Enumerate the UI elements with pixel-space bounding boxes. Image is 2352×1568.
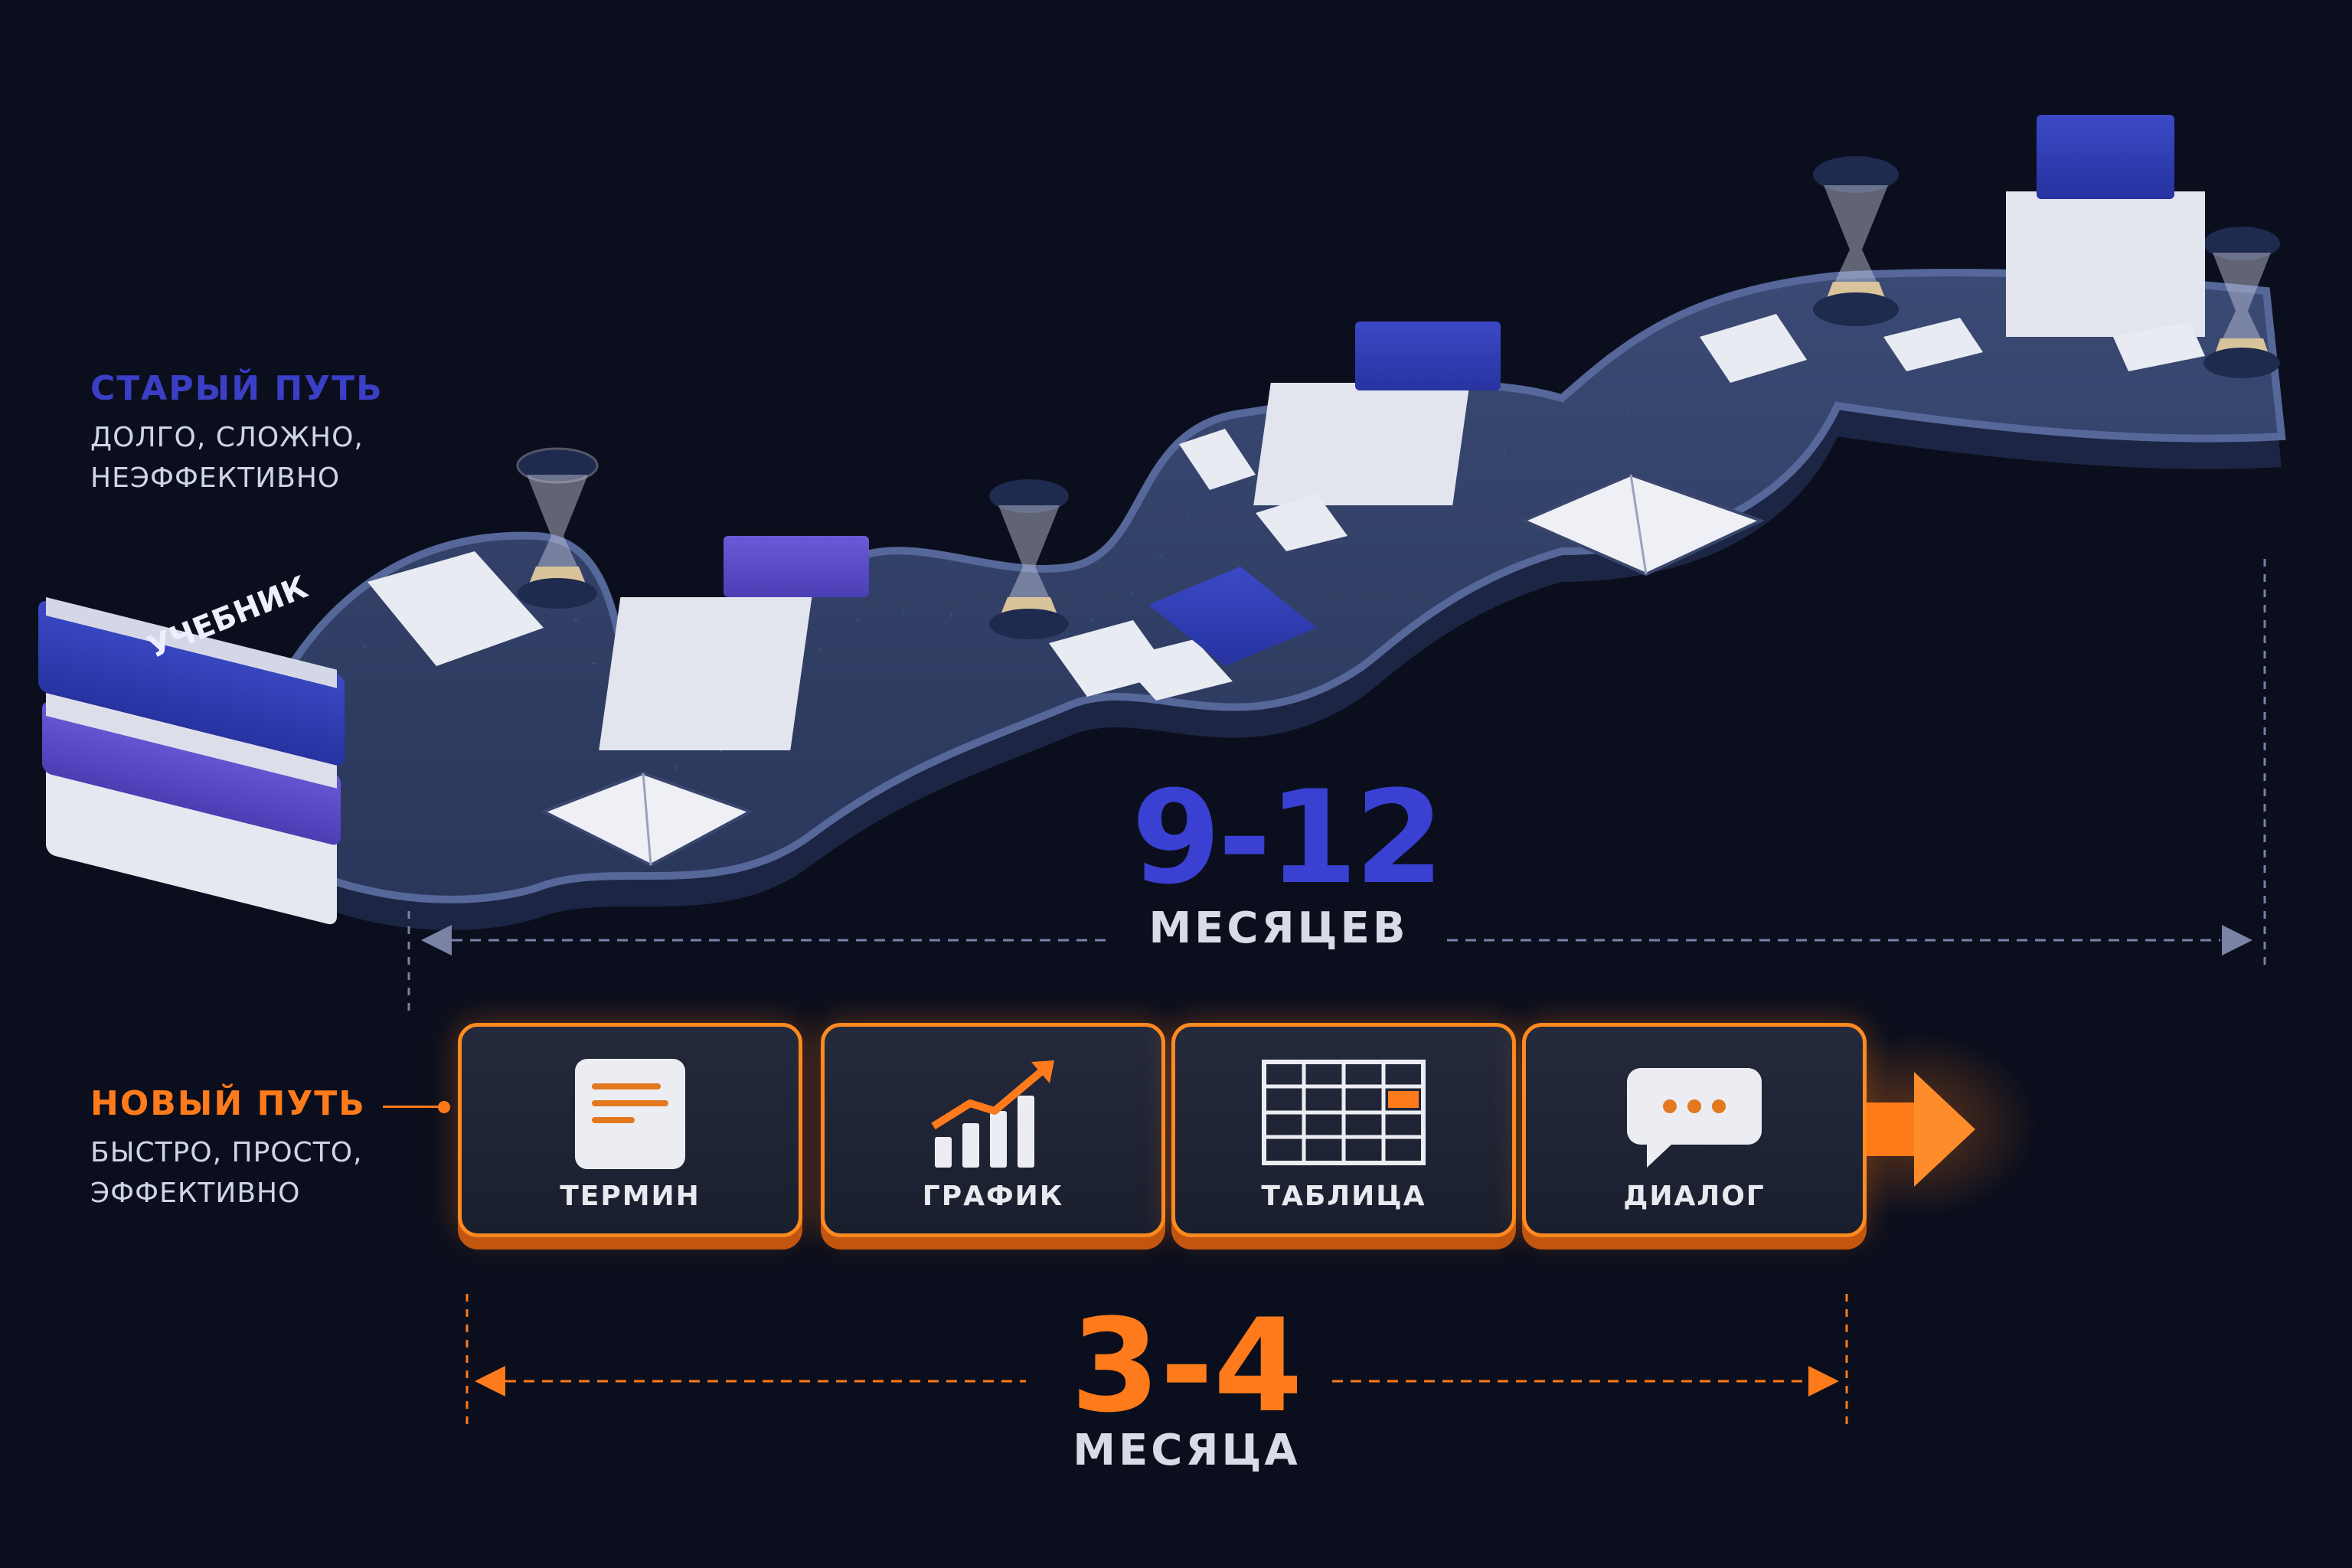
new-path-subtitle: БЫСТРО, ПРОСТО, ЭФФЕКТИВНО bbox=[90, 1133, 366, 1213]
step-card-term: ТЕРМИН bbox=[458, 1023, 802, 1237]
old-path-subtitle: ДОЛГО, СЛОЖНО, НЕЭФФЕКТИВНО bbox=[90, 418, 384, 498]
open-book bbox=[1519, 472, 1766, 577]
new-path-label: НОВЫЙ ПУТЬ БЫСТРО, ПРОСТО, ЭФФЕКТИВНО bbox=[90, 1084, 366, 1214]
new-duration-arrow bbox=[466, 1294, 1848, 1432]
old-duration-arrow bbox=[407, 559, 2266, 1011]
hourglass-icon bbox=[516, 447, 599, 609]
hourglass-icon bbox=[989, 479, 1069, 639]
new-path-connector-line bbox=[383, 1106, 441, 1108]
new-path-title: НОВЫЙ ПУТЬ bbox=[90, 1084, 366, 1123]
hourglass-icon bbox=[2203, 227, 2280, 378]
table-icon bbox=[1262, 1060, 1426, 1165]
new-path-subtitle-line1: БЫСТРО, ПРОСТО, bbox=[90, 1137, 363, 1169]
old-path-title: СТАРЫЙ ПУТЬ bbox=[90, 369, 384, 408]
paper-stack-with-book bbox=[599, 536, 869, 750]
new-duration-value: 3-4 bbox=[1070, 1291, 1303, 1441]
new-path-connector-dot bbox=[438, 1101, 450, 1113]
growth-chart-icon bbox=[931, 1060, 1054, 1168]
step-card-dialog: ДИАЛОГ bbox=[1522, 1023, 1867, 1237]
step-card-table: ТАБЛИЦА bbox=[1171, 1023, 1516, 1237]
hourglass-icon bbox=[1813, 156, 1899, 326]
document-sheets bbox=[368, 314, 2205, 701]
old-duration-value: 9-12 bbox=[1131, 763, 1444, 913]
old-duration-unit: МЕСЯЦЕВ bbox=[1148, 903, 1409, 953]
step-label: ГРАФИК bbox=[922, 1181, 1064, 1212]
old-path-subtitle-line2: НЕЭФФЕКТИВНО bbox=[90, 462, 341, 494]
step-label: ТЕРМИН bbox=[560, 1181, 701, 1212]
closed-book bbox=[1148, 567, 1317, 666]
step-label: ДИАЛОГ bbox=[1623, 1181, 1766, 1212]
textbook-stack: УЧЕБНИК bbox=[38, 570, 345, 925]
chat-bubble-icon bbox=[1627, 1068, 1762, 1168]
document-icon bbox=[575, 1059, 685, 1169]
open-book bbox=[540, 771, 754, 867]
paper-stack-with-binder bbox=[2006, 115, 2205, 337]
new-duration-unit: МЕСЯЦА bbox=[1073, 1426, 1301, 1475]
old-path-label: СТАРЫЙ ПУТЬ ДОЛГО, СЛОЖНО, НЕЭФФЕКТИВНО bbox=[90, 369, 384, 498]
step-card-chart: ГРАФИК bbox=[821, 1023, 1165, 1237]
old-path-subtitle-line1: ДОЛГО, СЛОЖНО, bbox=[90, 422, 364, 454]
step-label: ТАБЛИЦА bbox=[1261, 1181, 1426, 1212]
new-path-subtitle-line2: ЭФФЕКТИВНО bbox=[90, 1177, 301, 1209]
paper-stack-with-book bbox=[1253, 322, 1501, 505]
